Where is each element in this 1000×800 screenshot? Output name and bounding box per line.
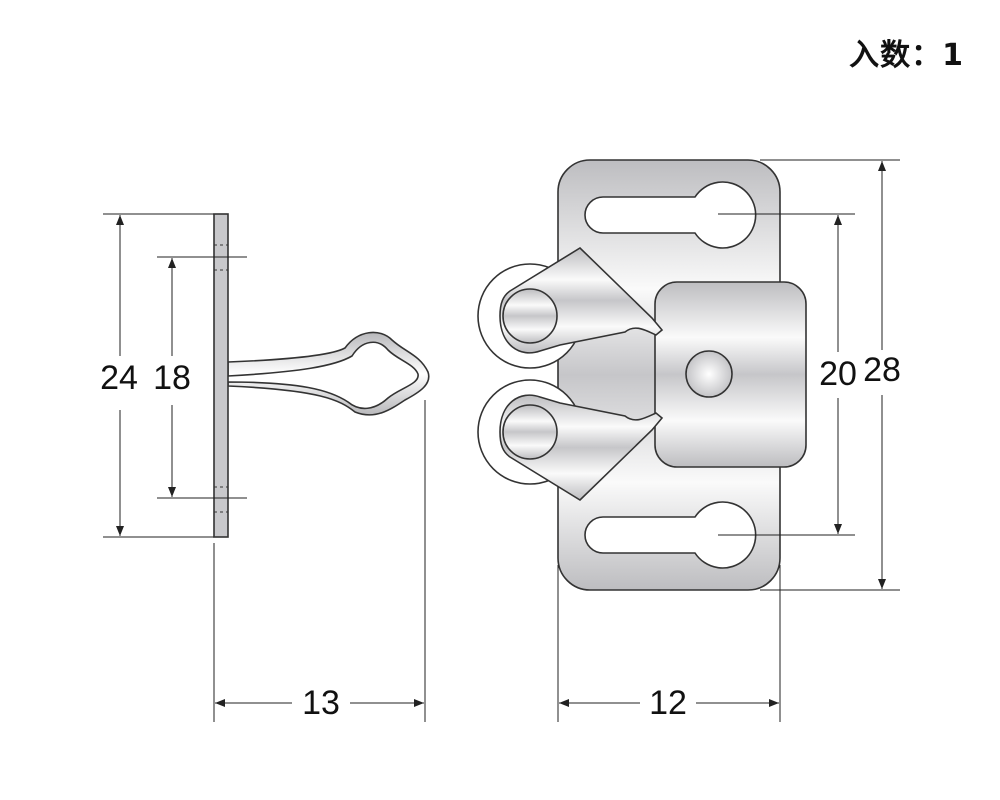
dimension-20: 20 <box>718 213 857 536</box>
dimension-18: 18 <box>153 256 247 499</box>
front-view <box>477 159 807 591</box>
roller-top <box>477 246 664 369</box>
keyhole-slot-bottom <box>584 501 757 569</box>
side-view <box>213 213 430 538</box>
quantity-label: 入数：1 <box>849 38 964 73</box>
dimension-24: 24 <box>100 213 214 538</box>
dimension-label-28: 28 <box>863 351 901 389</box>
mounting-plate-side <box>213 213 229 538</box>
dimension-12: 12 <box>557 565 781 722</box>
roller-bottom <box>477 379 664 502</box>
dimension-label-13: 13 <box>302 684 340 722</box>
keyhole-slot-top <box>584 181 757 249</box>
dimension-label-12: 12 <box>649 684 687 722</box>
dimension-13: 13 <box>213 400 426 722</box>
dimension-label-20: 20 <box>819 355 857 393</box>
center-rivet <box>685 350 733 398</box>
dimension-label-18: 18 <box>153 359 191 397</box>
spring-clip <box>227 331 430 416</box>
dimension-label-24: 24 <box>100 359 138 397</box>
dimension-28: 28 <box>760 159 901 591</box>
